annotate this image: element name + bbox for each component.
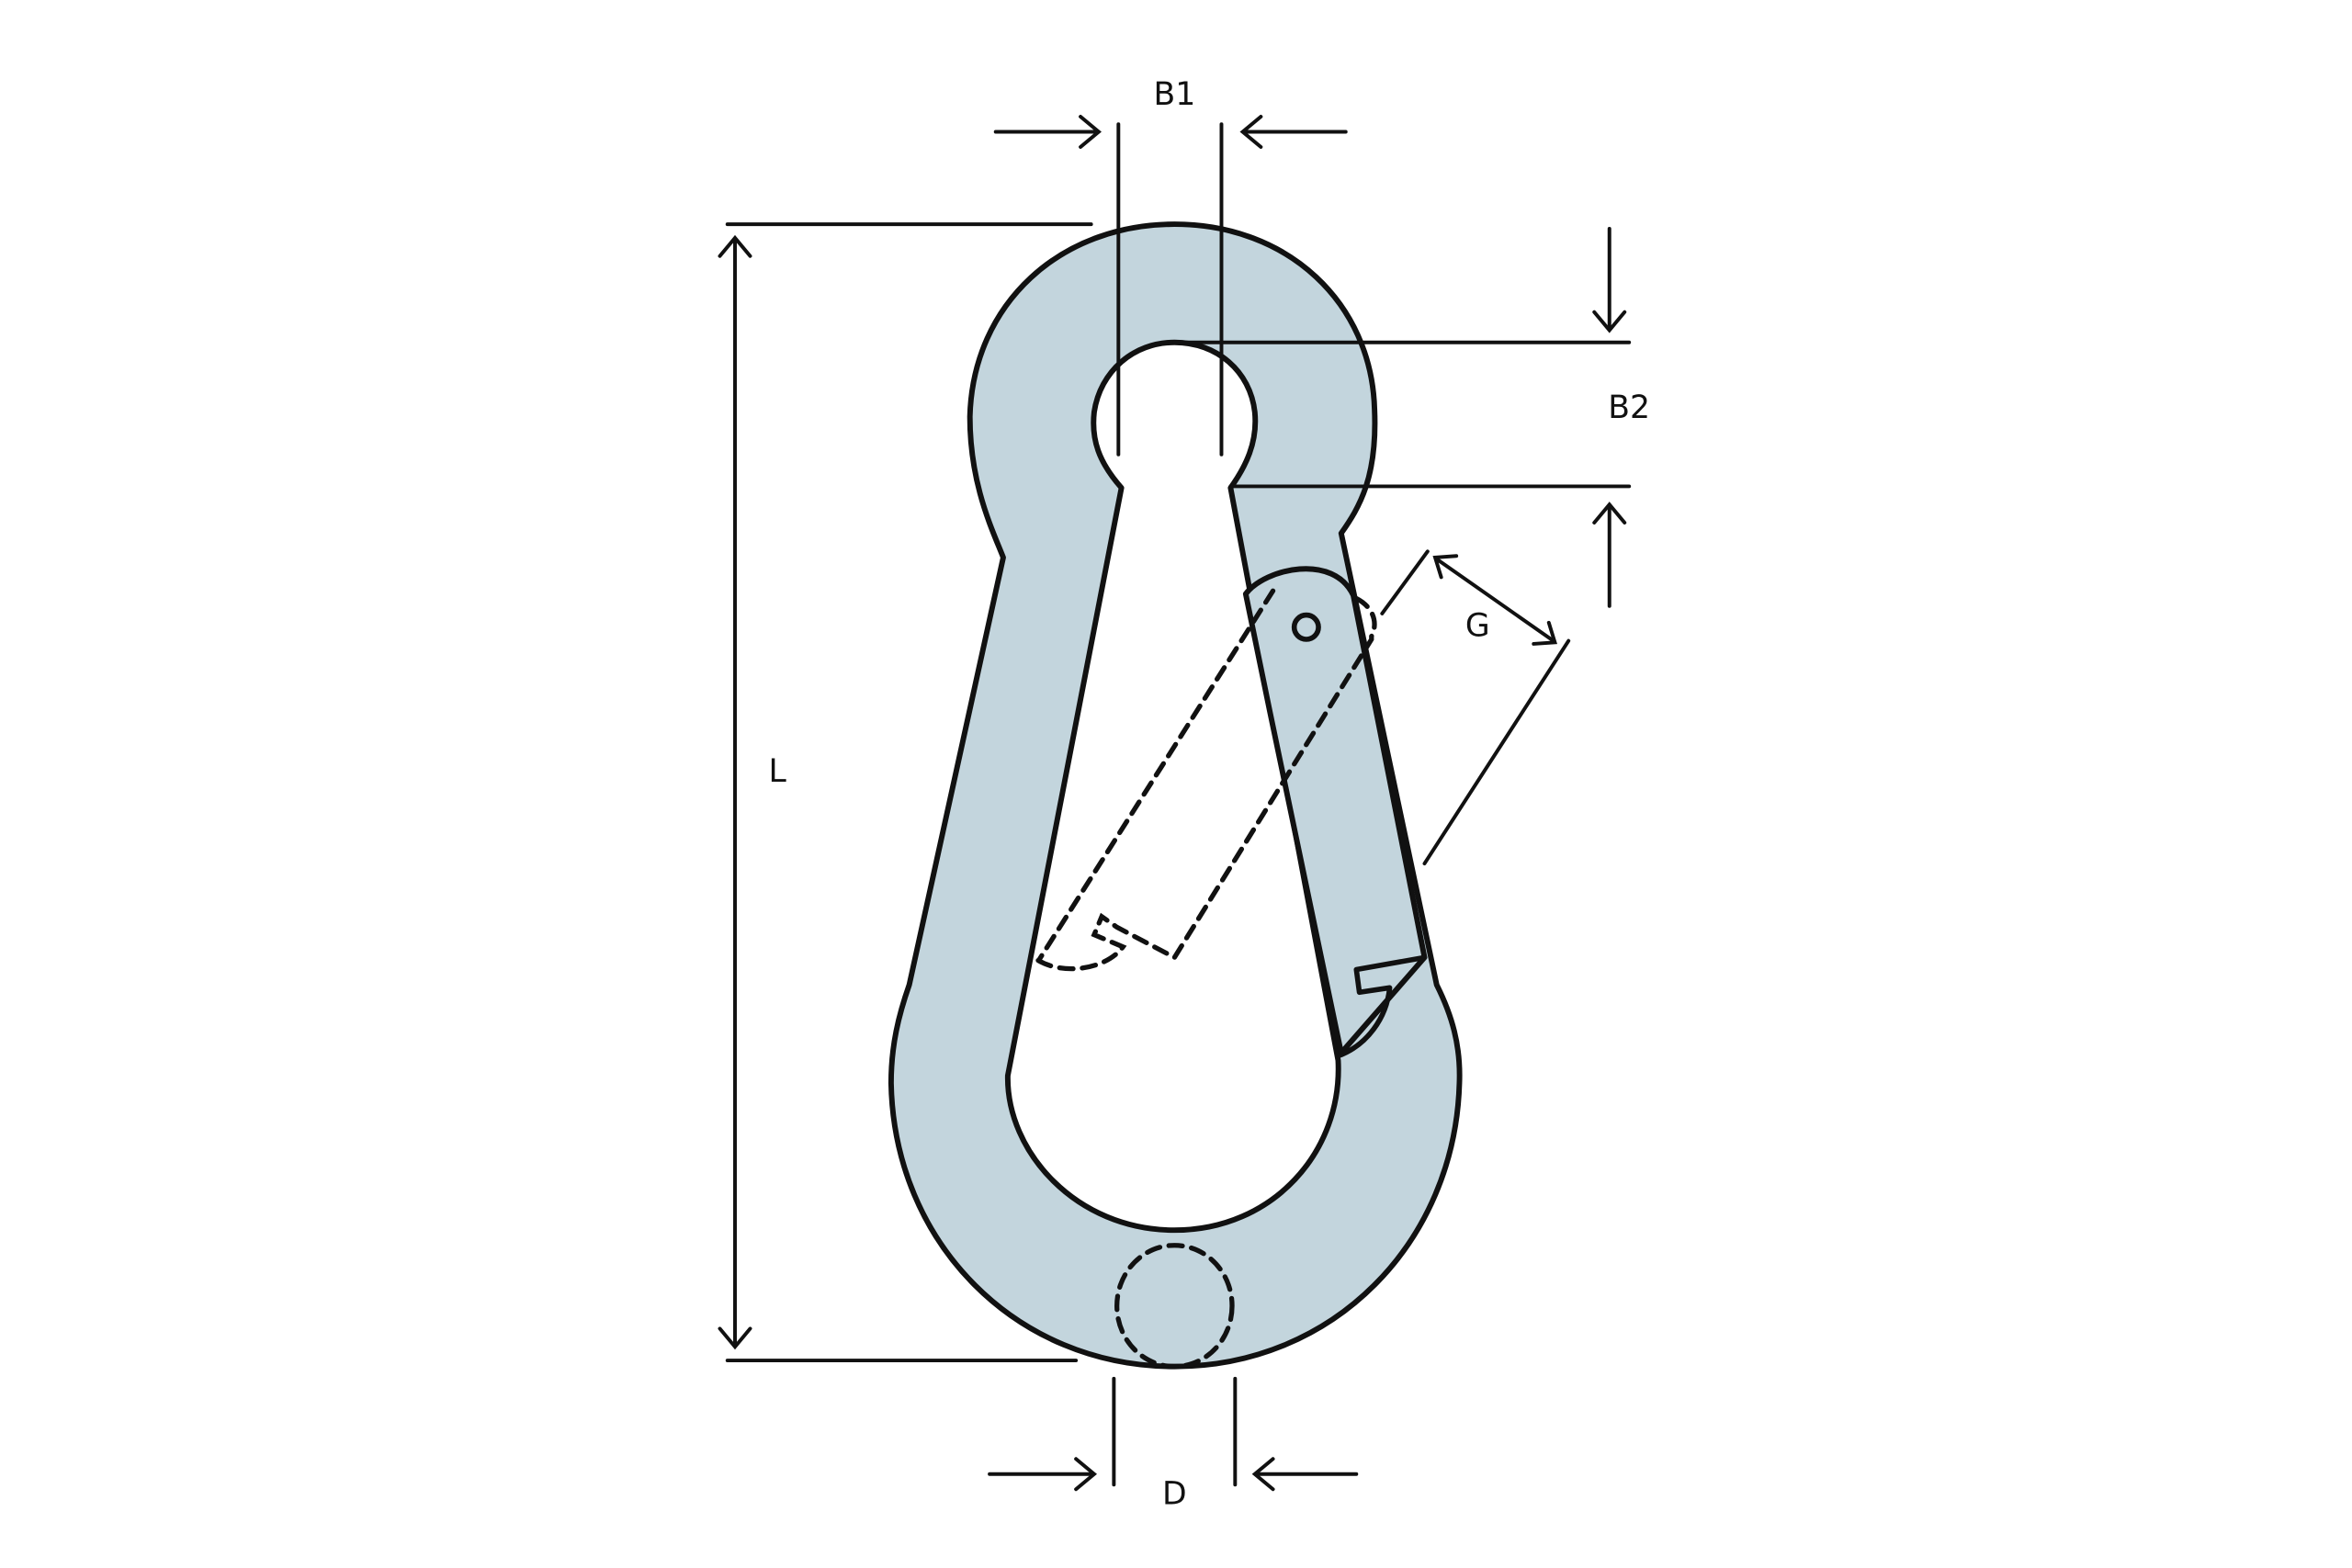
wire-cross-section — [1114, 1243, 1235, 1370]
d-label: D — [1162, 1476, 1187, 1513]
b2-arrowhead-up — [1592, 502, 1627, 525]
gate-details — [1031, 588, 1426, 1370]
b2-label: B2 — [1608, 389, 1650, 426]
l-arrowhead-bottom — [718, 1326, 752, 1350]
dimension-d: D — [988, 1376, 1359, 1513]
gate-pivot-pin — [1291, 612, 1321, 642]
dimension-b1: B1 — [993, 76, 1348, 457]
dimension-l: L — [718, 222, 1093, 1363]
hook-body — [888, 221, 1463, 1370]
d-arrowhead-right — [1251, 1457, 1275, 1492]
b2-arrowhead-down — [1592, 310, 1627, 333]
g-label: G — [1465, 608, 1490, 645]
l-label: L — [769, 753, 787, 790]
g-arrowhead-bottom — [1532, 620, 1557, 646]
b1-arrowhead-right — [1239, 115, 1263, 149]
gate-open-position-dashed — [1031, 588, 1377, 972]
dimension-b2: B2 — [1172, 227, 1650, 608]
d-arrowhead-left — [1074, 1457, 1098, 1492]
g-arrowhead-top — [1432, 554, 1459, 580]
hook-inner-opening — [1004, 339, 1341, 1234]
l-arrowhead-top — [718, 234, 752, 258]
gate-latch-hook — [1337, 954, 1426, 1059]
b1-label: B1 — [1153, 76, 1195, 113]
g-extension-bottom — [1422, 638, 1571, 866]
hook-gate — [1242, 566, 1428, 1056]
dimension-g: G — [1380, 549, 1571, 866]
b1-arrowhead-left — [1079, 115, 1102, 149]
g-arrow-line — [1434, 557, 1555, 643]
g-extension-top — [1380, 549, 1430, 615]
